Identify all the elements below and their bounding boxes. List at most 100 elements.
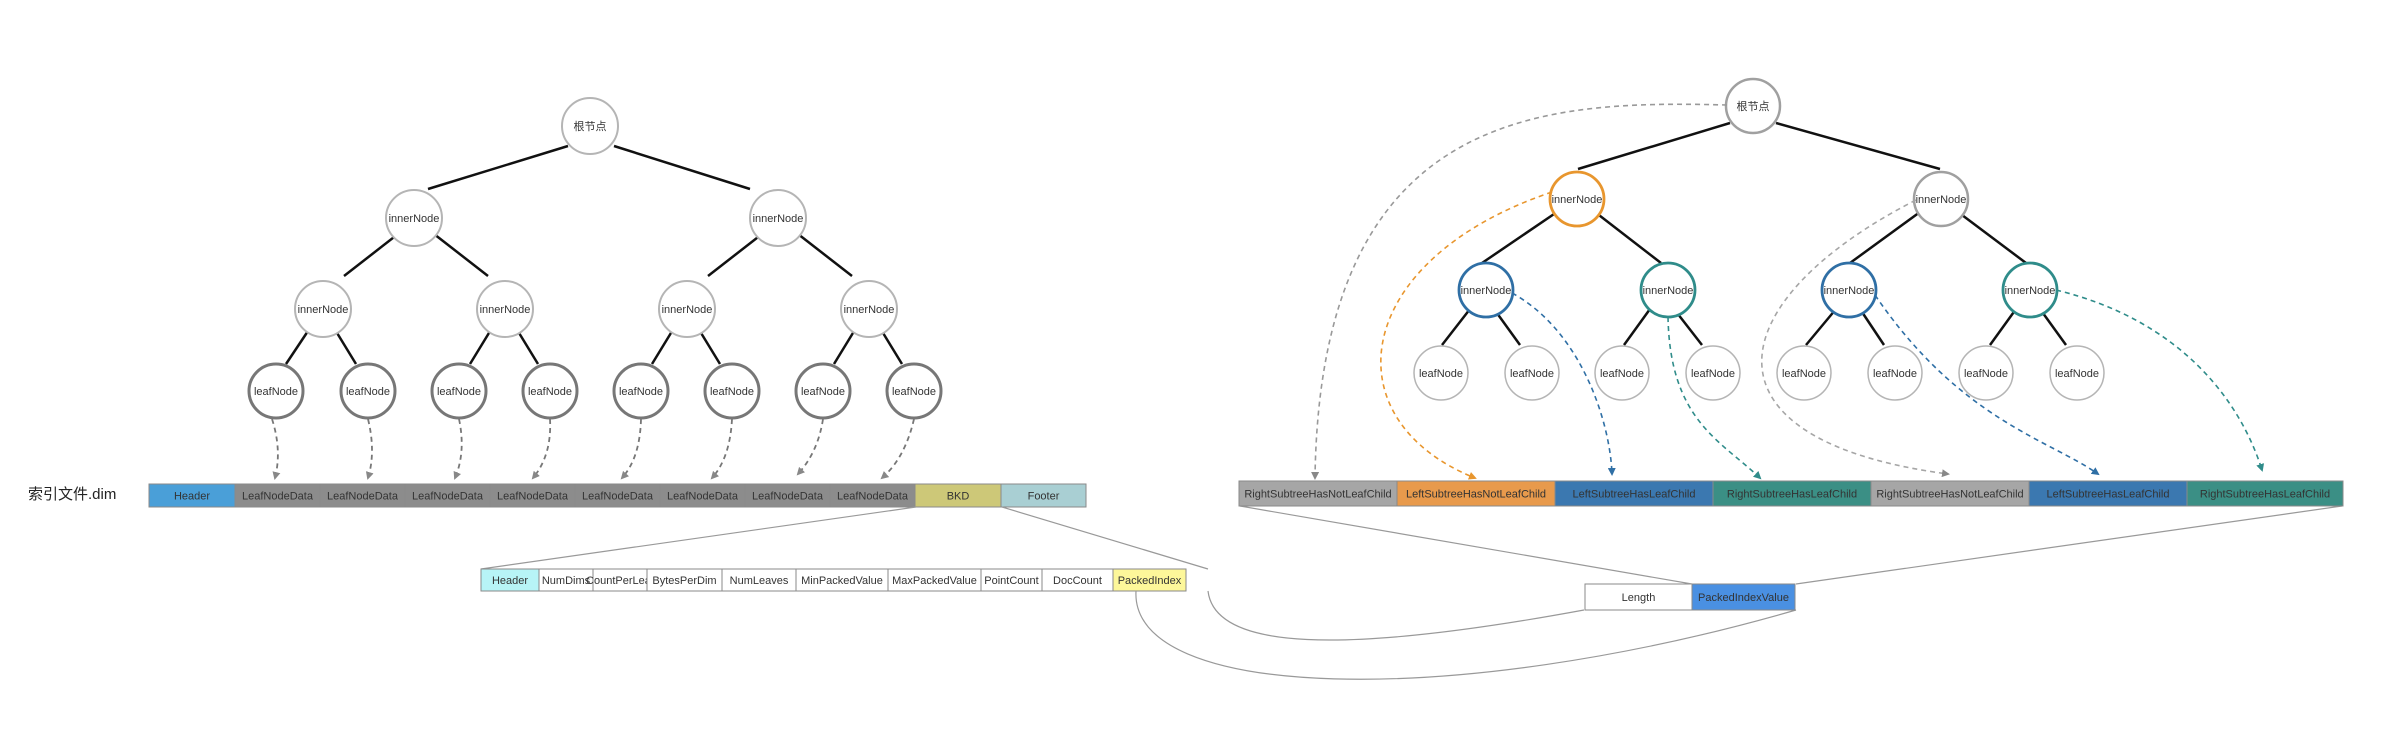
file-cell-label: LeafNodeData bbox=[412, 491, 484, 503]
svg-text:leafNode: leafNode bbox=[1873, 368, 1917, 380]
subtree-cell-label: RightSubtreeHasLeafChild bbox=[2200, 489, 2330, 501]
file-cell-label: LeafNodeData bbox=[837, 491, 909, 503]
file-cell-label: LeafNodeData bbox=[327, 491, 399, 503]
file-cell: LeafNodeData bbox=[234, 483, 321, 508]
left-inner-node: innerNode bbox=[476, 280, 534, 338]
right-inner-node-orange: innerNode bbox=[1548, 170, 1606, 228]
svg-text:innerNode: innerNode bbox=[844, 304, 895, 316]
file-cell-label: BKD bbox=[947, 491, 970, 503]
left-leaf-node: leafNode bbox=[339, 362, 397, 420]
left-leaf-node: leafNode bbox=[612, 362, 670, 420]
bkd-cell-label: MaxPackedValue bbox=[892, 575, 977, 587]
right-root-node: 根节点 bbox=[1724, 77, 1782, 135]
inner-to-left-not-leaf-arrow bbox=[1380, 191, 1553, 480]
subtree-row: RightSubtreeHasNotLeafChild LeftSubtreeHa… bbox=[1238, 480, 2344, 507]
bkd-cell-label: Header bbox=[492, 575, 528, 587]
bkd-cell-label: CountPerLeaf bbox=[586, 575, 655, 587]
svg-text:innerNode: innerNode bbox=[480, 304, 531, 316]
bkd-cell: PointCount bbox=[980, 568, 1043, 592]
left-leaf-node: leafNode bbox=[885, 362, 943, 420]
right-leaf-node: leafNode bbox=[2049, 345, 2105, 401]
file-cell-label: LeafNodeData bbox=[497, 491, 569, 503]
file-cell: LeafNodeData bbox=[829, 483, 916, 508]
left-leaf-node: leafNode bbox=[703, 362, 761, 420]
file-cell-label: Header bbox=[174, 491, 210, 503]
left-inner-node: innerNode bbox=[658, 280, 716, 338]
left-leaf-node: leafNode bbox=[794, 362, 852, 420]
bkd-cell-label: PointCount bbox=[984, 575, 1038, 587]
bkd-cell-label: BytesPerDim bbox=[652, 575, 716, 587]
svg-text:leafNode: leafNode bbox=[1964, 368, 2008, 380]
svg-text:leafNode: leafNode bbox=[801, 386, 845, 398]
left-tree-edges bbox=[284, 144, 904, 365]
svg-text:leafNode: leafNode bbox=[1691, 368, 1735, 380]
svg-text:根节点: 根节点 bbox=[574, 119, 607, 133]
file-cell: LeafNodeData bbox=[404, 483, 491, 508]
subtree-cell: RightSubtreeHasNotLeafChild bbox=[1238, 480, 1398, 507]
bkd-cell: Header bbox=[480, 568, 540, 592]
svg-text:innerNode: innerNode bbox=[1643, 285, 1694, 297]
packed-cell: PackedIndexValue bbox=[1691, 583, 1796, 611]
file-cell-label: Footer bbox=[1028, 491, 1060, 503]
left-leaf-node: leafNode bbox=[430, 362, 488, 420]
inner-to-left-leaf-arrow-2 bbox=[1874, 294, 2100, 476]
subtree-cell: RightSubtreeHasLeafChild bbox=[1712, 480, 1872, 507]
file-row: Header LeafNodeData LeafNodeData LeafNodeDa… bbox=[148, 483, 1087, 508]
right-tree: 根节点 innerNode innerNode innerNode innerN… bbox=[1311, 77, 2265, 480]
right-inner-node-teal: innerNode bbox=[2001, 261, 2059, 319]
subtree-cell: LeftSubtreeHasLeafChild bbox=[1554, 480, 1714, 507]
svg-text:innerNode: innerNode bbox=[1916, 194, 1967, 206]
bkd-cell-label: DocCount bbox=[1053, 575, 1102, 587]
left-tree: 根节点 innerNode innerNode innerNode innerN… bbox=[247, 97, 943, 480]
bkd-cell: NumDims bbox=[538, 568, 594, 592]
inner-to-right-leaf-arrow-2 bbox=[2055, 289, 2265, 472]
svg-text:leafNode: leafNode bbox=[1510, 368, 1554, 380]
svg-text:leafNode: leafNode bbox=[346, 386, 390, 398]
subtree-cell-box bbox=[2186, 480, 2344, 507]
subtree-cell-label: LeftSubtreeHasLeafChild bbox=[1573, 489, 1696, 501]
svg-text:leafNode: leafNode bbox=[437, 386, 481, 398]
root-to-right-not-leaf-arrow bbox=[1311, 103, 1728, 480]
subtree-cell-label: RightSubtreeHasLeafChild bbox=[1727, 489, 1857, 501]
svg-text:leafNode: leafNode bbox=[619, 386, 663, 398]
svg-text:leafNode: leafNode bbox=[2055, 368, 2099, 380]
svg-text:根节点: 根节点 bbox=[1737, 99, 1770, 113]
bkd-cell: DocCount bbox=[1041, 568, 1114, 592]
svg-text:innerNode: innerNode bbox=[1461, 285, 1512, 297]
left-inner-node: innerNode bbox=[385, 189, 443, 247]
packed-index-curves bbox=[1135, 590, 1797, 680]
file-cell-label: LeafNodeData bbox=[752, 491, 824, 503]
right-leaf-node: leafNode bbox=[1413, 345, 1469, 401]
subtree-mapping-arrows bbox=[1311, 103, 2265, 480]
file-label: 索引文件.dim bbox=[28, 486, 116, 503]
left-inner-node: innerNode bbox=[840, 280, 898, 338]
svg-text:innerNode: innerNode bbox=[662, 304, 713, 316]
packed-index-row: Length PackedIndexValue bbox=[1584, 583, 1796, 611]
svg-text:leafNode: leafNode bbox=[710, 386, 754, 398]
bkd-cell-box bbox=[1112, 568, 1187, 592]
svg-text:innerNode: innerNode bbox=[753, 213, 804, 225]
subtree-cell-label: LeftSubtreeHasNotLeafChild bbox=[1406, 489, 1546, 501]
bkd-cell: PackedIndex bbox=[1112, 568, 1187, 592]
svg-text:leafNode: leafNode bbox=[1782, 368, 1826, 380]
right-leaf-node: leafNode bbox=[1685, 345, 1741, 401]
subtree-cell: LeftSubtreeHasNotLeafChild bbox=[1396, 480, 1556, 507]
bkd-cell-label: NumLeaves bbox=[730, 575, 789, 587]
bkd-cell: CountPerLeaf bbox=[586, 568, 655, 592]
bkd-cell: BytesPerDim bbox=[646, 568, 723, 592]
svg-text:innerNode: innerNode bbox=[1552, 194, 1603, 206]
subtree-cell: LeftSubtreeHasLeafChild bbox=[2028, 480, 2188, 507]
bkd-cell-label: MinPackedValue bbox=[801, 575, 883, 587]
packed-cell-label: PackedIndexValue bbox=[1698, 592, 1789, 604]
svg-text:leafNode: leafNode bbox=[1419, 368, 1463, 380]
file-cell: LeafNodeData bbox=[489, 483, 576, 508]
right-leaf-node: leafNode bbox=[1867, 345, 1923, 401]
packed-cell-box bbox=[1691, 583, 1796, 611]
bkd-cell-label: PackedIndex bbox=[1118, 575, 1182, 587]
packed-cell-label: Length bbox=[1622, 592, 1656, 604]
file-cell-label: LeafNodeData bbox=[242, 491, 314, 503]
left-inner-node: innerNode bbox=[749, 189, 807, 247]
file-cell-box bbox=[1000, 483, 1087, 508]
